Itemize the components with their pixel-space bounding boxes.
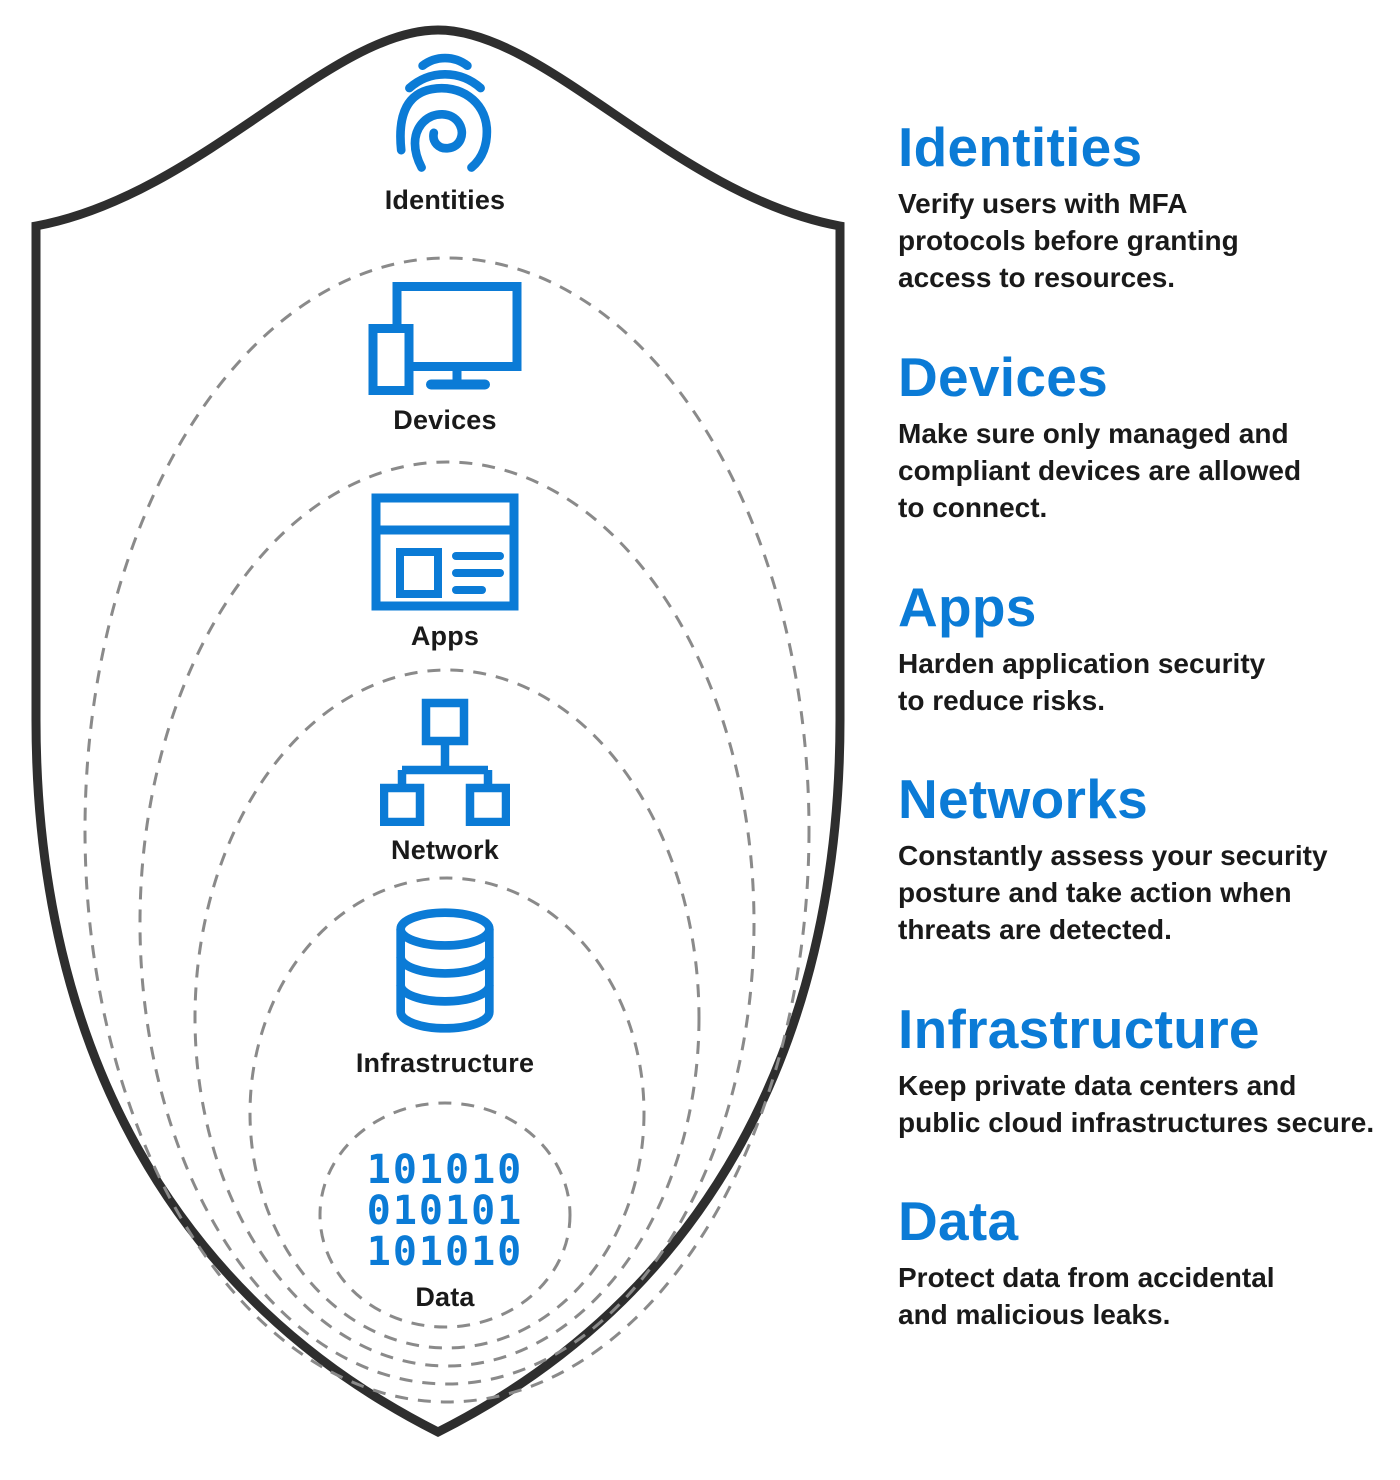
layer-label-data: Data (415, 1282, 475, 1312)
layer-label-network: Network (391, 835, 499, 865)
section-desc-infrastructure: Keep private data centers and public clo… (898, 1070, 1375, 1139)
ring-infrastructure (248, 876, 646, 1350)
section-desc-apps: Harden application security to reduce ri… (898, 648, 1266, 717)
layer-apps: Apps (315, 492, 575, 652)
section-title-apps: Apps (898, 576, 1037, 638)
shield-outline (31, 25, 845, 1438)
database-icon (396, 908, 494, 1033)
section-desc-devices: Make sure only managed and compliant dev… (898, 418, 1302, 524)
binary-code-icon: 101010 010101 101010 (367, 1150, 524, 1273)
layer-devices: Devices (315, 280, 575, 436)
section-title-devices: Devices (898, 346, 1109, 408)
binary-row: 101010 (366, 1229, 524, 1275)
section-title-identities: Identities (898, 116, 1143, 178)
ring-data (318, 1101, 572, 1329)
layer-label-apps: Apps (410, 621, 480, 651)
layer-identities: Identities (315, 48, 575, 216)
section-infrastructure: Infrastructure Keep private data centers… (898, 998, 1388, 1142)
layer-infrastructure: Infrastructure (315, 903, 575, 1079)
section-identities: Identities Verify users with MFA protoco… (898, 116, 1388, 297)
fingerprint-icon (396, 53, 492, 172)
binary-row: 010101 (366, 1188, 524, 1234)
section-devices: Devices Make sure only managed and compl… (898, 346, 1388, 527)
section-title-infrastructure: Infrastructure (898, 998, 1260, 1060)
ring-devices (83, 256, 811, 1404)
layer-label-devices: Devices (393, 405, 497, 435)
layer-label-identities: Identities (384, 185, 506, 215)
ring-apps (138, 460, 756, 1386)
section-networks: Networks Constantly assess your security… (898, 768, 1388, 949)
binary-row: 101010 (366, 1147, 524, 1193)
section-title-data: Data (898, 1190, 1019, 1252)
layer-network: Network (315, 698, 575, 866)
network-tree-icon (380, 698, 510, 826)
section-desc-networks: Constantly assess your security posture … (898, 840, 1328, 946)
devices-icon (368, 282, 522, 395)
shield-graphic (31, 25, 845, 1438)
section-desc-data: Protect data from accidental and malicio… (898, 1262, 1275, 1331)
section-apps: Apps Harden application security to redu… (898, 576, 1388, 720)
layer-data: 101010 010101 101010 Data (315, 1150, 575, 1313)
section-data: Data Protect data from accidental and ma… (898, 1190, 1388, 1334)
section-desc-identities: Verify users with MFA protocols before g… (898, 188, 1239, 294)
apps-window-icon (371, 493, 519, 611)
ring-network (193, 668, 701, 1368)
layer-label-infrastructure: Infrastructure (355, 1048, 535, 1078)
section-title-networks: Networks (898, 768, 1148, 830)
